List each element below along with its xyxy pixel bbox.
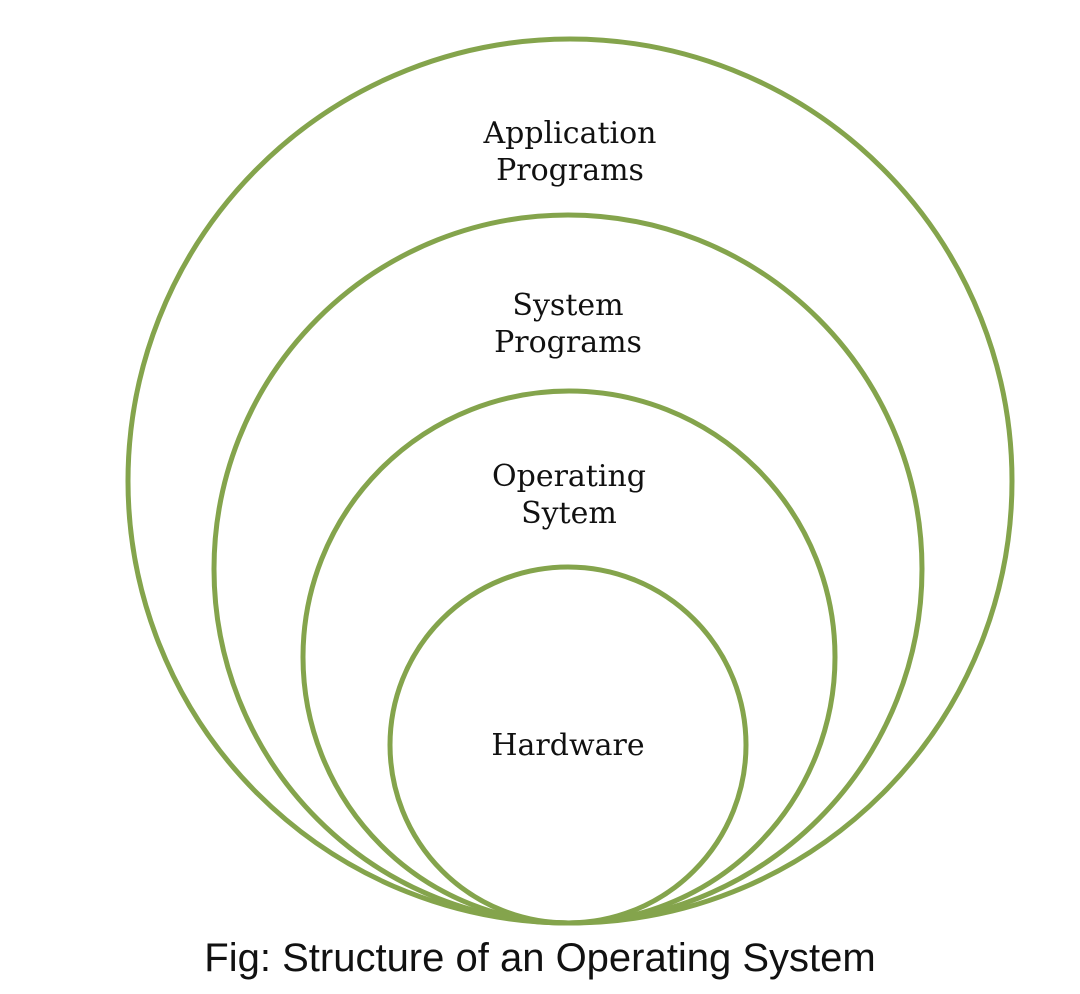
hardware-label-line: Hardware — [491, 728, 644, 763]
hardware-ring — [387, 564, 749, 926]
figure-caption: Fig: Structure of an Operating System — [204, 936, 876, 980]
operating-system-label-line: Operating — [492, 459, 646, 494]
system-programs-label-line: Programs — [494, 325, 642, 360]
hardware-label: Hardware — [491, 728, 644, 763]
system-programs-label-line: System — [512, 288, 623, 323]
ring-group — [125, 36, 1015, 926]
application-programs-label-line: Programs — [496, 153, 644, 188]
operating-system-label-line: Sytem — [521, 496, 617, 531]
application-programs-label-line: Application — [483, 116, 657, 151]
